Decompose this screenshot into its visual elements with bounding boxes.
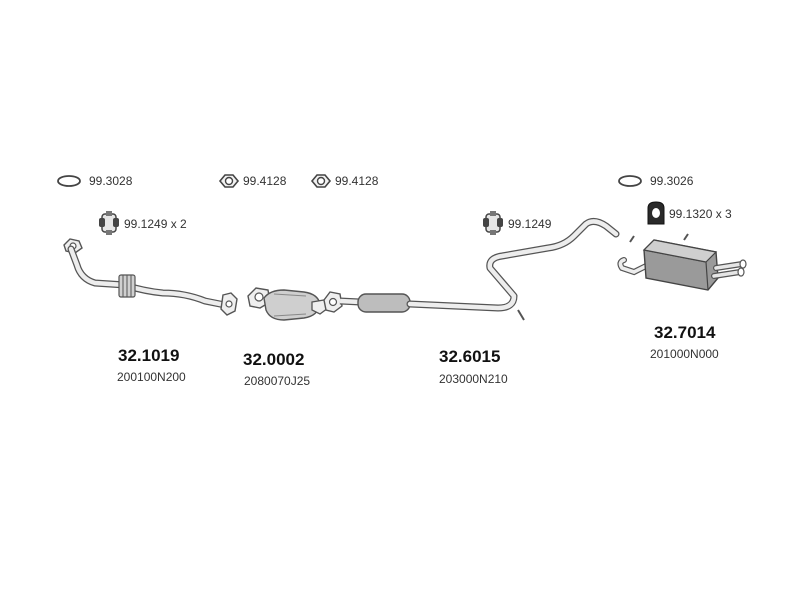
accessory-label: 99.1249 x 2 [124, 217, 187, 231]
oem-code: 2080070J25 [244, 374, 311, 388]
oem-code: 201000N000 [650, 347, 719, 361]
o-ring-icon [618, 175, 642, 187]
clamp-icon [483, 211, 503, 235]
accessory-label: 99.1249 [508, 217, 552, 231]
flange-gasket-icon [310, 174, 332, 188]
centre-pipe-icon [323, 217, 620, 321]
hanger-icon [647, 201, 665, 225]
accessory-label: 99.1320 x 3 [669, 207, 732, 221]
oem-code: 203000N210 [439, 372, 508, 386]
clamp-icon [99, 211, 119, 235]
part-number: 32.1019 [118, 346, 180, 365]
accessory-label: 99.4128 [335, 174, 379, 188]
front-pipe-icon [63, 238, 238, 316]
accessory-label: 99.4128 [243, 174, 287, 188]
oem-code: 200100N200 [117, 370, 186, 384]
flange-gasket-icon [218, 174, 240, 188]
o-ring-icon [57, 175, 81, 187]
catalytic-converter-icon [247, 287, 329, 321]
part-number: 32.0002 [243, 350, 305, 369]
part-number: 32.6015 [439, 347, 501, 366]
accessory-label: 99.3026 [650, 174, 694, 188]
rear-silencer-icon [617, 233, 747, 291]
part-number: 32.7014 [654, 323, 716, 342]
accessory-label: 99.3028 [89, 174, 133, 188]
